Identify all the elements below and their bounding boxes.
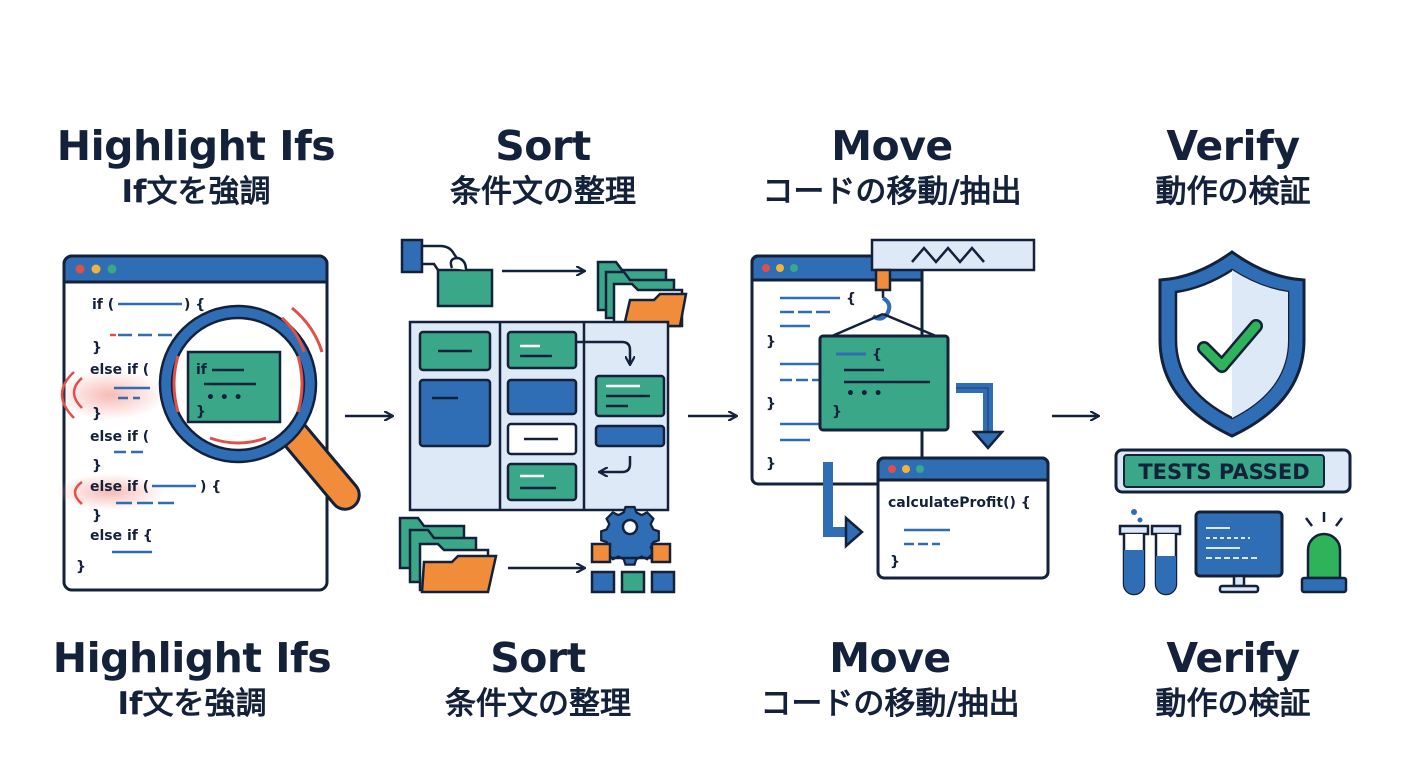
step-title: Highlight Ifs — [52, 634, 332, 682]
step1-title-top: Highlight Ifs If文を強調 — [26, 122, 366, 212]
shield-check-icon — [1158, 250, 1306, 438]
code-text: if ( — [92, 297, 114, 313]
code-text: ) { — [200, 479, 221, 495]
sort-board — [408, 320, 670, 512]
step-subtitle: If文を強調 — [121, 174, 271, 210]
gear-icon — [590, 505, 676, 594]
step-subtitle: If文を強調 — [117, 686, 267, 722]
step-title: Highlight Ifs — [56, 122, 336, 170]
code-text: } — [766, 456, 776, 472]
step4-title-bottom: Verify 動作の検証 — [1063, 634, 1403, 724]
code-lines-1: if ( ) { } else if ( } else if ( } else … — [76, 297, 221, 575]
code-text: • • • — [206, 390, 243, 406]
code-text: else if { — [90, 528, 153, 544]
tests-passed-badge: TESTS PASSED — [1114, 448, 1352, 494]
function-name: calculateProfit() { — [888, 495, 1031, 511]
step3-title-bottom: Move コードの移動/抽出 — [720, 634, 1060, 724]
code-text: } — [766, 334, 776, 350]
step-subtitle: コードの移動/抽出 — [762, 174, 1022, 210]
step2-title-top: Sort 条件文の整理 — [373, 122, 713, 212]
code-text: } — [92, 340, 102, 356]
code-text: if — [196, 362, 208, 378]
step-title: Sort — [490, 634, 586, 682]
code-text: } — [832, 404, 842, 420]
code-text: } — [92, 458, 102, 474]
magnifier-icon: if • • • } — [158, 304, 361, 511]
code-text: } — [766, 396, 776, 412]
function-window: calculateProfit() { } — [876, 456, 1050, 580]
step3-title-top: Move コードの移動/抽出 — [722, 122, 1062, 212]
tests-passed-label: TESTS PASSED — [1138, 460, 1309, 484]
move-arrow — [956, 383, 993, 434]
step-subtitle: コードの移動/抽出 — [760, 686, 1020, 722]
step4-title-top: Verify 動作の検証 — [1063, 122, 1403, 212]
code-text: } — [76, 559, 86, 575]
code-text: ) { — [184, 297, 205, 313]
step-subtitle: 動作の検証 — [1155, 686, 1311, 722]
test-tube-icon — [1118, 509, 1182, 596]
step-subtitle: 条件文の整理 — [445, 686, 631, 722]
step-title: Verify — [1166, 634, 1300, 682]
step1-title-bottom: Highlight Ifs If文を強調 — [22, 634, 362, 724]
alert-light-icon — [1300, 512, 1348, 594]
code-text: else if ( — [90, 362, 149, 378]
code-text: } — [196, 404, 206, 420]
monitor-icon — [1194, 510, 1284, 594]
step2-title-bottom: Sort 条件文の整理 — [368, 634, 708, 724]
step-subtitle: 動作の検証 — [1155, 174, 1311, 210]
code-text: { — [846, 291, 856, 307]
code-text: else if ( — [90, 479, 149, 495]
hand-icon — [400, 238, 494, 308]
code-text: } — [92, 508, 102, 524]
step-title: Verify — [1166, 122, 1300, 170]
code-text: else if ( — [90, 429, 149, 445]
step-subtitle: 条件文の整理 — [450, 174, 636, 210]
code-text: } — [92, 406, 102, 422]
step-title: Move — [831, 122, 953, 170]
folder-icon — [398, 516, 498, 594]
code-text: { — [872, 347, 882, 363]
code-text: } — [890, 554, 900, 570]
step-title: Move — [829, 634, 951, 682]
code-text: • • • — [846, 386, 883, 402]
crane-icon: { • • • } — [818, 238, 1036, 432]
step-title: Sort — [495, 122, 591, 170]
extract-arrow — [823, 462, 848, 537]
folder-icon — [596, 260, 688, 328]
